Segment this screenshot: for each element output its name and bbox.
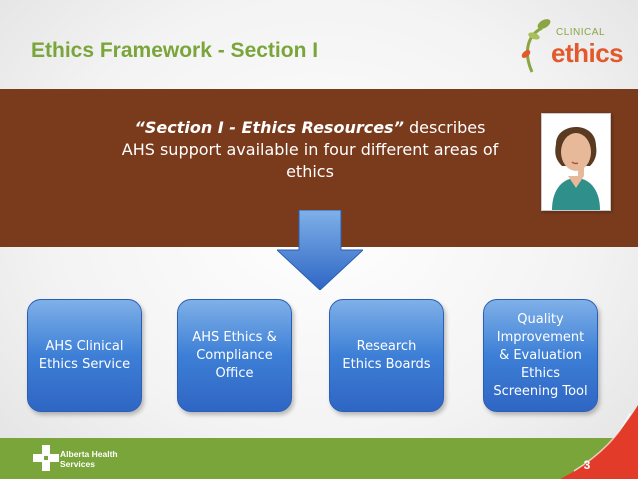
logo-ethics-text: ethics — [551, 38, 624, 68]
box-clinical-ethics-service: AHS Clinical Ethics Service — [27, 299, 142, 412]
logo-clinical-text: CLINICAL — [556, 27, 606, 38]
person-illustration — [542, 114, 610, 210]
box-label: AHS Ethics & Compliance Office — [192, 329, 277, 381]
down-arrow-icon — [277, 210, 363, 290]
ahs-cross-logo — [33, 445, 59, 471]
intro-text: “Section I - Ethics Resources” describes… — [120, 117, 500, 183]
box-quality-improvement-tool: Quality Improvement & Evaluation Ethics … — [483, 299, 598, 412]
box-label: Quality Improvement & Evaluation Ethics … — [493, 311, 588, 399]
box-label: Research Ethics Boards — [342, 338, 431, 372]
box-research-ethics-boards: Research Ethics Boards — [329, 299, 444, 412]
clinical-ethics-logo — [521, 19, 551, 73]
box-label: AHS Clinical Ethics Service — [38, 338, 131, 372]
page-number: 3 — [583, 458, 591, 472]
box-ethics-compliance-office: AHS Ethics & Compliance Office — [177, 299, 292, 412]
thinking-person-photo — [541, 113, 611, 211]
slide-title: Ethics Framework - Section I — [31, 39, 319, 62]
intro-emphasis: “Section I - Ethics Resources” — [134, 118, 404, 137]
footer-bar — [0, 438, 638, 479]
ahs-org-line2: Services — [60, 459, 95, 469]
intro-rest: describes AHS support available in four … — [121, 118, 499, 181]
ahs-org-name: Alberta Health Services — [60, 449, 118, 469]
ahs-org-line1: Alberta Health — [60, 449, 118, 459]
corner-accent — [560, 405, 638, 479]
